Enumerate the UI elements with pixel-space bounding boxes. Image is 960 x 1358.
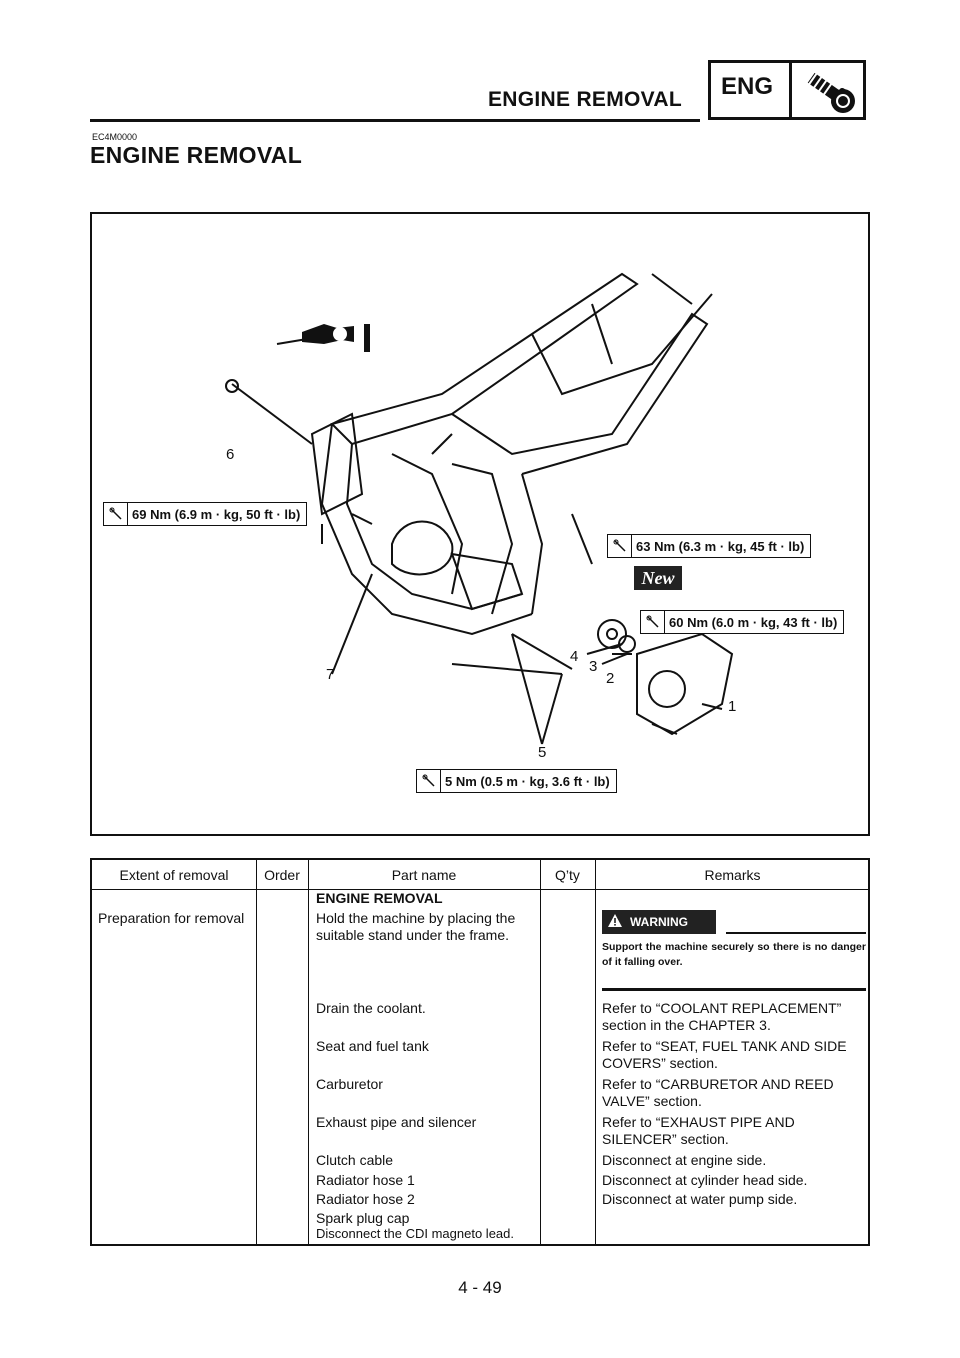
table-row-remark: Disconnect at engine side. bbox=[602, 1152, 767, 1168]
table-row-remark: Refer to “COOLANT REPLACEMENT” section i… bbox=[602, 1000, 842, 1033]
section-heading: ENGINE REMOVAL bbox=[316, 890, 443, 906]
header-order: Order bbox=[264, 867, 300, 883]
header-part-name: Part name bbox=[391, 867, 457, 883]
table-row-part: Spark plug cap bbox=[316, 1210, 410, 1226]
table-row-part: Drain the coolant. bbox=[316, 1000, 426, 1016]
table-row-part: Hold the machine by placing the suitable… bbox=[316, 910, 516, 943]
table-row-part: Radiator hose 1 bbox=[316, 1172, 415, 1188]
extent-cell: Preparation for removal bbox=[98, 910, 245, 926]
torque-spec-69nm: 69 Nm (6.9 m · kg, 50 ft · lb) bbox=[103, 502, 308, 526]
table-row-remark: Refer to “EXHAUST PIPE AND SILENCER” sec… bbox=[602, 1114, 795, 1147]
exploded-diagram: 6 4 3 2 7 1 5 69 Nm (6.9 m · kg, 50 ft ·… bbox=[90, 212, 870, 836]
wrench-icon bbox=[641, 611, 665, 633]
callout-7: 7 bbox=[326, 666, 335, 683]
page-number: 4 - 49 bbox=[458, 1278, 502, 1297]
callout-2: 2 bbox=[606, 670, 615, 687]
callout-4: 4 bbox=[570, 648, 579, 665]
warning-icon bbox=[608, 914, 622, 930]
wrench-icon bbox=[104, 503, 128, 525]
table-row-remark: Disconnect at water pump side. bbox=[602, 1191, 798, 1207]
warning-label: WARNING bbox=[630, 915, 688, 929]
torque-spec-5nm: 5 Nm (0.5 m · kg, 3.6 ft · lb) bbox=[416, 769, 617, 793]
section-title: ENGINE REMOVAL bbox=[488, 88, 682, 111]
header-extent: Extent of removal bbox=[119, 867, 229, 883]
table-row-part: Clutch cable bbox=[316, 1152, 394, 1168]
table-row-part: Disconnect the CDI magneto lead. bbox=[316, 1226, 514, 1241]
table-row-part: Exhaust pipe and silencer bbox=[316, 1114, 477, 1130]
new-part-badge: New bbox=[634, 566, 682, 590]
table-row-remark: Refer to “CARBURETOR AND REED VALVE” sec… bbox=[602, 1076, 834, 1109]
wrench-icon bbox=[608, 535, 632, 557]
header-qty: Q’ty bbox=[555, 867, 580, 883]
header-rule bbox=[90, 119, 700, 122]
table-row-part: Carburetor bbox=[316, 1076, 383, 1092]
table-row-part: Seat and fuel tank bbox=[316, 1038, 429, 1054]
chapter-tab-divider bbox=[789, 63, 792, 117]
callout-1: 1 bbox=[728, 698, 737, 715]
chapter-tab-label: ENG bbox=[721, 73, 774, 100]
warning-text: Support the machine securely so there is… bbox=[602, 941, 866, 968]
callout-5: 5 bbox=[538, 744, 547, 761]
torque-spec-63nm: 63 Nm (6.3 m · kg, 45 ft · lb) bbox=[607, 534, 812, 558]
table-row-part: Radiator hose 2 bbox=[316, 1191, 415, 1207]
removal-table: Extent of removal Order Part name Q’ty R… bbox=[90, 858, 870, 1246]
table-header-row: Extent of removal Order Part name Q’ty R… bbox=[92, 860, 868, 890]
chapter-tab: ENG bbox=[708, 60, 866, 120]
frame-illustration bbox=[225, 272, 734, 745]
header-remarks: Remarks bbox=[704, 867, 761, 883]
engine-icon bbox=[807, 71, 855, 113]
page-title: ENGINE REMOVAL bbox=[90, 142, 303, 168]
table-row-remark: Disconnect at cylinder head side. bbox=[602, 1172, 808, 1188]
callout-3: 3 bbox=[589, 658, 598, 675]
document-code: EC4M0000 bbox=[92, 132, 138, 142]
callout-6: 6 bbox=[226, 446, 235, 463]
torque-spec-60nm: 60 Nm (6.0 m · kg, 43 ft · lb) bbox=[640, 610, 845, 634]
moly-oil-icon bbox=[302, 324, 370, 352]
wrench-icon bbox=[417, 770, 441, 792]
warning-badge: WARNING bbox=[602, 910, 716, 934]
table-row-remark: Refer to “SEAT, FUEL TANK AND SIDE COVER… bbox=[602, 1038, 847, 1071]
